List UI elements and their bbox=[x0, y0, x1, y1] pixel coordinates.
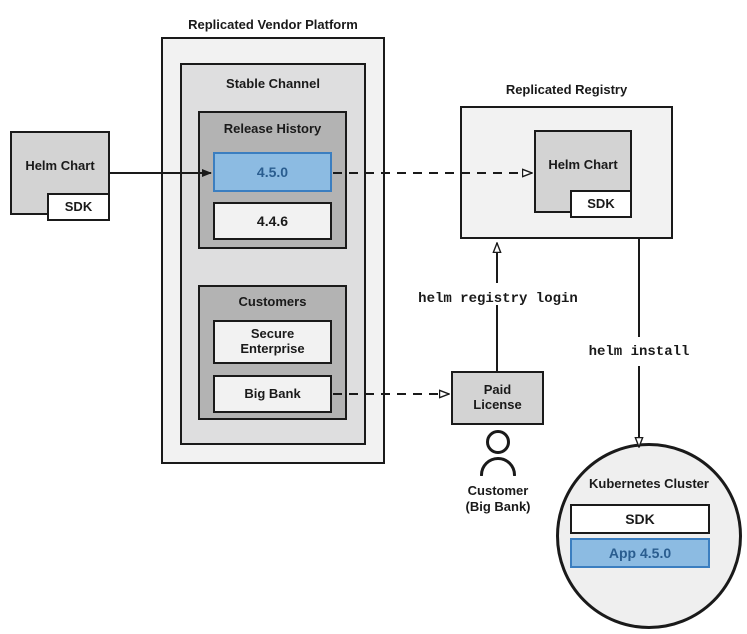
release-item-4-5-0[interactable]: 4.5.0 bbox=[213, 152, 332, 192]
kubernetes-cluster-circle bbox=[556, 443, 742, 629]
registry-title: Replicated Registry bbox=[505, 82, 628, 97]
platform-title: Replicated Vendor Platform bbox=[188, 17, 358, 32]
release-item-4-4-6[interactable]: 4.4.6 bbox=[213, 202, 332, 240]
release-version-label: 4.5.0 bbox=[256, 163, 289, 180]
cluster-item-label: SDK bbox=[625, 510, 655, 527]
customer-entry-secure-enterprise[interactable]: Secure Enterprise bbox=[213, 320, 332, 364]
helm-chart-source-sdk-box[interactable]: SDK bbox=[47, 193, 110, 221]
cluster-item-sdk[interactable]: SDK bbox=[570, 504, 710, 534]
cluster-item-label: App 4.5.0 bbox=[608, 544, 672, 561]
customer-entry-label: Big Bank bbox=[244, 385, 301, 401]
cluster-item-app[interactable]: App 4.5.0 bbox=[570, 538, 710, 568]
registry-helm-chart-label: Helm Chart bbox=[548, 157, 618, 172]
paid-license-label: Paid License bbox=[473, 382, 522, 412]
helm-chart-source-label: Helm Chart bbox=[25, 158, 95, 173]
customer-actor-label: Customer (Big Bank) bbox=[465, 483, 531, 515]
customers-title: Customers bbox=[238, 294, 307, 309]
release-history-title: Release History bbox=[223, 121, 322, 136]
helm-registry-login-label: helm registry login bbox=[418, 291, 578, 307]
stable-channel-title: Stable Channel bbox=[226, 76, 320, 91]
release-version-label: 4.4.6 bbox=[256, 212, 289, 229]
helm-chart-source-sdk-label: SDK bbox=[64, 198, 93, 214]
paid-license-box[interactable]: Paid License bbox=[451, 371, 544, 425]
registry-helm-chart-sdk-label: SDK bbox=[587, 195, 615, 211]
person-icon bbox=[480, 430, 516, 476]
helm-install-label: helm install bbox=[588, 344, 690, 360]
customer-entry-big-bank[interactable]: Big Bank bbox=[213, 375, 332, 413]
kubernetes-cluster-title: Kubernetes Cluster bbox=[589, 476, 709, 491]
registry-helm-chart-sdk-box[interactable]: SDK bbox=[570, 190, 632, 218]
customer-entry-label: Secure Enterprise bbox=[240, 326, 305, 356]
